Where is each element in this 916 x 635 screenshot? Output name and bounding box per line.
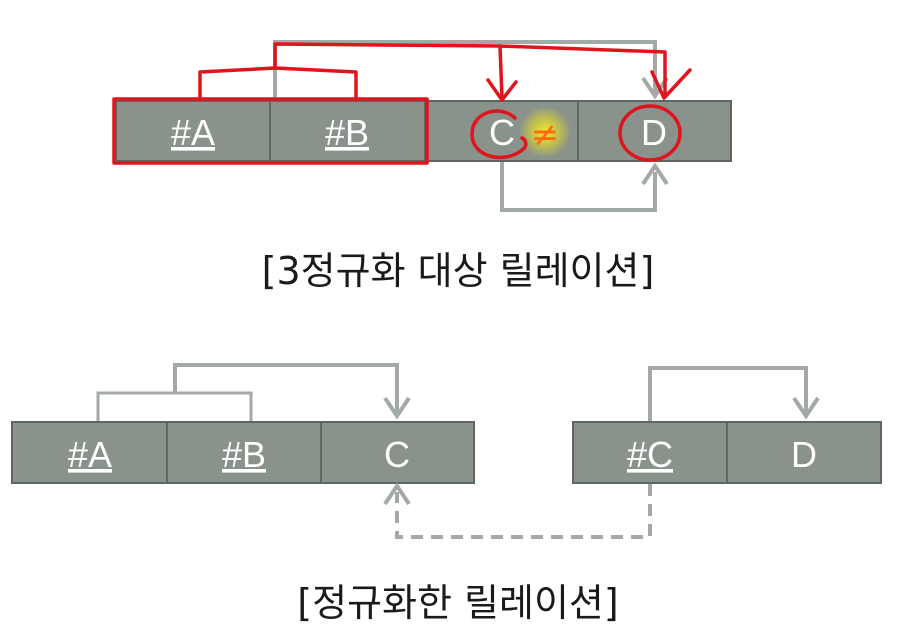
bottom-cell-c <box>320 421 475 484</box>
bottom-left-dependency-line <box>173 363 399 412</box>
foreign-key-arrowhead <box>383 482 411 506</box>
red-circle-c <box>470 109 528 160</box>
bottom-cell-d-label: D <box>791 434 817 475</box>
highlight-glow <box>519 106 571 158</box>
caption-bottom: [정규화한 릴레이션] <box>297 581 619 625</box>
bottom-left-arrowhead <box>383 396 411 420</box>
bottom-left-key-bracket <box>96 391 253 422</box>
top-cell-b-label: #B <box>325 112 369 153</box>
red-arrow-c <box>486 44 518 102</box>
red-circle-d <box>618 104 682 162</box>
bottom-cell-b <box>166 421 322 484</box>
bottom-right-relation: #C D <box>572 366 882 484</box>
red-annotations <box>112 42 692 165</box>
bottom-cell-b-label: #B <box>222 434 266 475</box>
red-key-box <box>112 97 429 165</box>
foreign-key-dashed-line <box>395 484 652 539</box>
top-cell-a-label: #A <box>171 112 215 153</box>
top-cell-a <box>115 100 271 162</box>
bottom-right-arrowhead <box>792 396 820 420</box>
red-key-bracket <box>198 66 358 102</box>
red-arrow-d <box>650 68 692 100</box>
bottom-right-dependency-line <box>648 366 808 422</box>
bottom-cell-a <box>11 421 168 484</box>
bottom-left-relation: #A #B C <box>11 363 475 484</box>
bottom-cell-c-key-label: #C <box>627 434 673 475</box>
top-cell-d-label: D <box>641 112 667 153</box>
bottom-cell-c-key <box>572 421 728 484</box>
bottom-cell-a-label: #A <box>68 434 112 475</box>
top-cell-b <box>269 100 426 162</box>
annotation-not-equal: ≠ <box>531 115 560 155</box>
bottom-cell-d <box>726 421 882 484</box>
top-arrowhead-d-gray <box>641 76 669 100</box>
top-cell-c-label: C <box>489 112 515 153</box>
top-arrowhead-up-d <box>641 162 669 186</box>
caption-top: [3정규화 대상 릴레이션] <box>261 249 655 293</box>
top-transitive-line-c-to-d <box>500 162 657 212</box>
foreign-key-reference <box>383 482 652 539</box>
bottom-cell-c-label: C <box>384 434 410 475</box>
top-relation: #A #B C D ≠ <box>112 40 732 212</box>
top-dependency-line-to-d <box>273 40 657 100</box>
